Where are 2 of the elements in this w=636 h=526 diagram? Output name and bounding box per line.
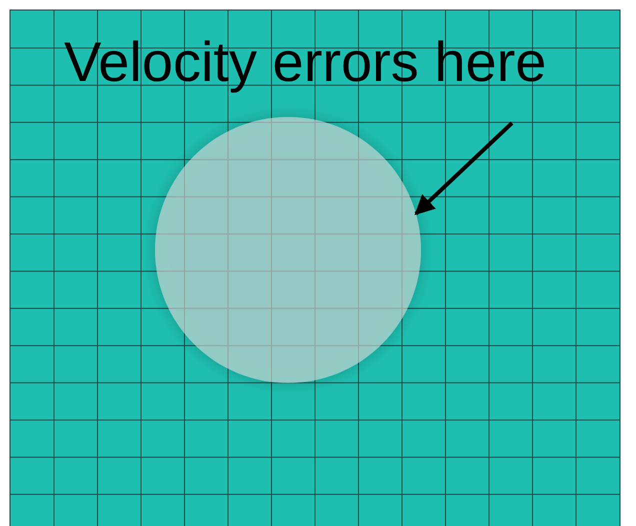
arrow	[414, 122, 514, 216]
translucent-circle	[155, 117, 421, 383]
